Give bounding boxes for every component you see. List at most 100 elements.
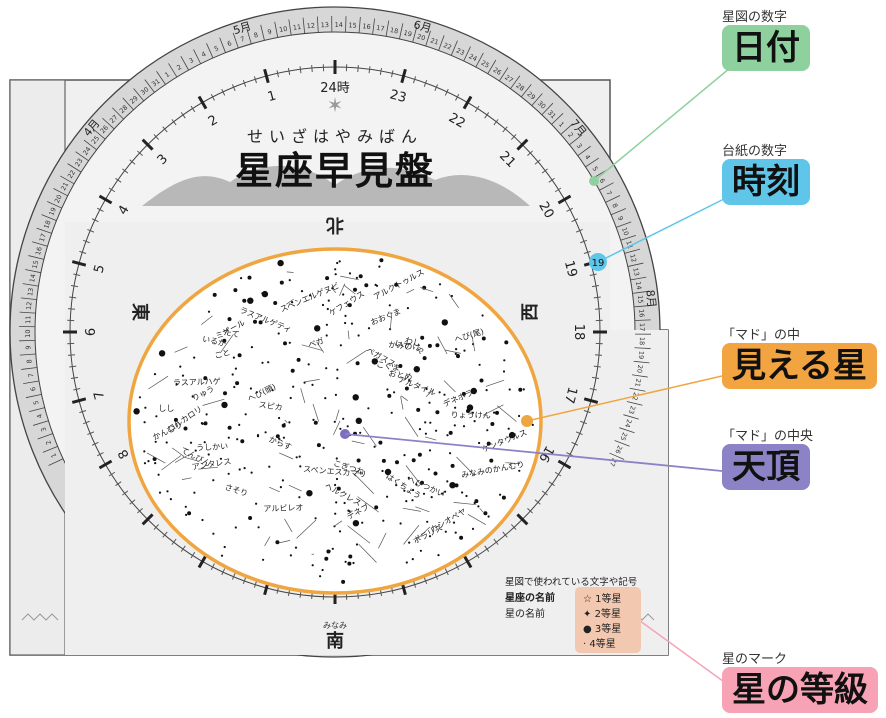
constellation-line [505,462,521,464]
star [518,387,523,392]
date-tick [41,214,57,221]
constellation-line [347,525,371,544]
date-day-number: 16 [362,22,371,31]
constellation-line [339,283,346,296]
hour-minor-tick [69,296,77,299]
star [343,501,346,505]
star [479,378,484,383]
constellation-line [485,379,505,387]
star [471,527,475,531]
month-label: 8月 [643,289,658,308]
zenith-caption: 「マド」の中央 [722,429,814,444]
constellation-line [148,375,169,390]
date-tick [620,235,636,241]
constellation-line [378,532,387,549]
star [454,406,457,409]
star [454,352,457,355]
star [203,421,208,426]
hour-minor-tick [82,420,90,425]
date-tick [25,393,42,399]
constellation-label: うしかい [196,442,228,453]
date-tick [425,30,431,47]
date-day-number: 25 [480,59,491,70]
star [463,349,466,352]
star [374,505,379,510]
star [428,535,432,538]
date-badge: 日付 [722,25,810,71]
star [324,556,329,561]
star [207,310,211,313]
magnitude-badge: 星の等級 [722,667,878,713]
hour-minor-tick [97,452,104,457]
hour-minor-tick [79,410,87,414]
star [499,493,502,496]
mountain-silhouette [142,165,530,206]
hour-minor-tick [591,376,600,380]
date-day-number: 19 [403,29,413,39]
date-day-number: 15 [31,260,41,270]
date-day-number: 20 [53,193,64,204]
star [308,294,312,297]
star [444,490,447,493]
star [466,404,474,411]
star [179,365,182,368]
star [133,408,140,415]
star [240,439,245,444]
star [342,293,345,296]
date-day-number: 15 [636,295,645,304]
constellation-line [340,275,359,281]
star [352,520,360,527]
hour-minor-tick [434,84,439,92]
constellation-line [402,507,421,512]
star [292,385,295,388]
date-day-number: 18 [42,219,52,230]
date-tick [28,255,45,260]
star [184,505,187,508]
star [359,431,362,434]
star [411,558,414,561]
constellation-line [311,553,315,556]
date-tick [47,201,62,209]
mag4-dot-icon: · [583,639,587,650]
hour-minor-tick [122,490,129,496]
hour-label: 5 [91,263,108,275]
date-day-number: 12 [306,22,315,31]
visible-badge: 見える星 [722,343,877,389]
constellation-line [174,346,188,353]
date-tick [630,276,647,281]
constellation-line [420,287,434,293]
time-marker-number: 19 [592,258,605,269]
star [325,276,330,281]
date-tick [21,367,38,370]
hour-tick [462,554,473,569]
star [395,460,399,465]
date-day-number: 24 [467,52,478,63]
star [165,441,168,444]
star [405,500,408,503]
star [321,303,325,307]
date-day-number: 5 [32,400,41,406]
hour-tick [197,95,208,110]
date-tick [19,311,36,314]
date-tick [288,19,292,36]
constellation-line [161,455,182,471]
date-tick [633,360,650,364]
hour-minor-tick [575,431,583,436]
hour-minor-tick [566,207,573,212]
star [278,437,281,440]
hour-minor-tick [82,239,90,244]
hour-minor-tick [580,239,588,244]
star [143,450,146,453]
hour-minor-tick [311,64,313,73]
date-day-number: 31 [546,109,558,121]
star [425,387,428,391]
month-label: 6月 [412,18,433,35]
date-day-number: 14 [634,281,643,290]
star [207,453,210,456]
date-tick [32,241,48,247]
constellation-line [312,403,319,422]
star [352,394,359,401]
hour-minor-tick [423,79,428,87]
star [331,547,334,550]
star [326,307,329,311]
